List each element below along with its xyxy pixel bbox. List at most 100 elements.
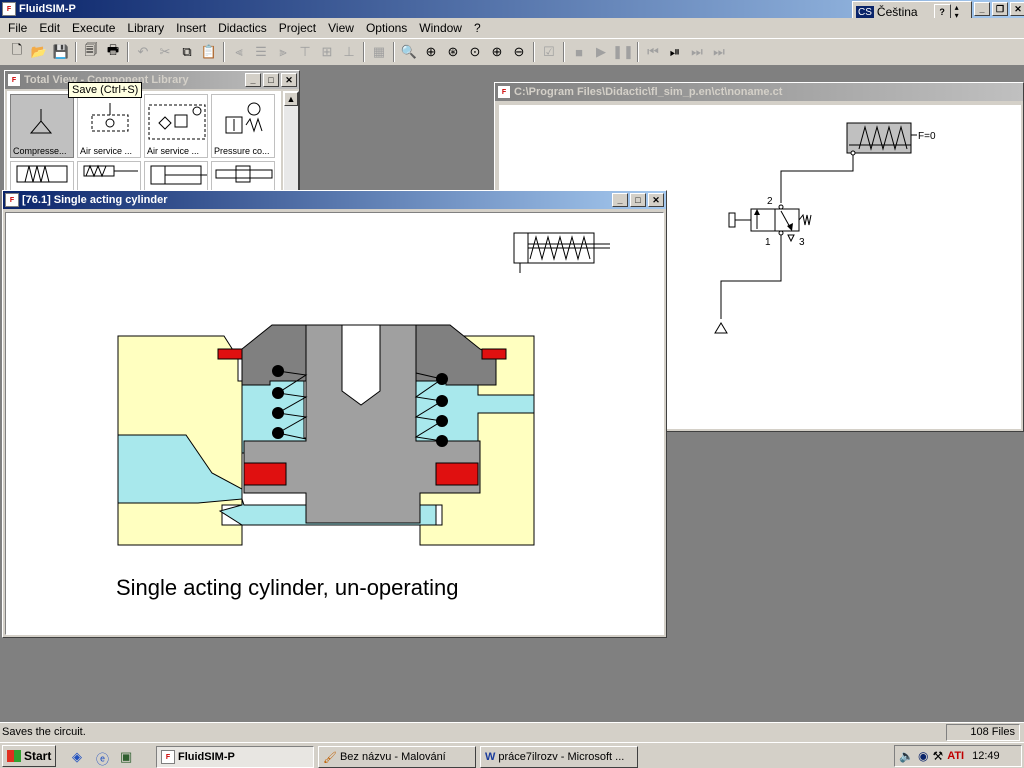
didactic-window[interactable]: F [76.1] Single acting cylinder _ □ ✕ [2,190,667,638]
language-options-icon[interactable]: ▴▾ [954,3,959,20]
cylinder-cutaway-illustration [117,232,610,546]
status-bar: Saves the circuit. 108 Files [0,722,1024,742]
internet-explorer-icon[interactable]: ⓔ [96,752,110,767]
close-icon[interactable]: ✕ [281,73,297,87]
align-right-icon[interactable]: ⫸ [279,44,287,59]
save-icon[interactable]: 💾 [52,44,70,59]
app-title: FluidSIM-P [19,3,76,15]
zoom-in-icon[interactable]: ⊕ [491,44,503,59]
didactic-title-bar[interactable]: F [76.1] Single acting cylinder _ □ ✕ [3,191,666,209]
close-icon[interactable]: ✕ [1010,2,1024,16]
cut-icon[interactable]: ✂ [159,44,171,59]
desktop-quicklaunch-icon[interactable]: ◈ [72,749,82,764]
menu-view[interactable]: View [328,21,354,35]
stop-icon[interactable]: ■ [575,44,583,60]
library-item-air-service-unit[interactable]: Air service ... [77,94,141,158]
reset-icon[interactable]: ⏮ [647,44,659,59]
scroll-up-icon[interactable]: ▲ [284,92,298,106]
volume-icon[interactable]: 🔈 [899,749,914,763]
copy-icon[interactable]: ⧉ [182,44,192,59]
align-center-icon[interactable]: ☰ [255,44,267,59]
run-to-end-icon[interactable]: ⏭ [713,44,725,59]
zoom-previous-icon[interactable]: ⊙ [469,44,481,59]
toolbar-separator [563,42,565,62]
task-word[interactable]: W práce7ilrozv - Microsoft ... [480,746,638,768]
circuit-title: C:\Program Files\Didactic\fl_sim_p.en\ct… [514,86,783,98]
library-item-rodless-cylinder[interactable] [211,161,275,191]
print-preview-icon[interactable]: 🗐 [84,42,98,57]
check-icon[interactable]: ☑ [543,44,555,59]
library-item-air-service-unit-detailed[interactable]: Air service ... [144,94,208,158]
library-item-cylinder[interactable] [10,161,74,191]
ati-icon[interactable]: ATI [947,750,965,762]
restore-icon[interactable]: ❐ [992,2,1008,16]
new-icon[interactable]: 🗋 [11,42,23,57]
compressed-air-supply-icon [29,109,53,134]
menu-project[interactable]: Project [278,21,317,35]
tray-tool-icon[interactable]: ⚒ [932,749,944,763]
language-bar[interactable]: CS Čeština ? ▴▾ [852,1,972,23]
circuit-title-bar[interactable]: F C:\Program Files\Didactic\fl_sim_p.en\… [495,83,1023,101]
align-bottom-icon[interactable]: ⊥ [343,44,355,59]
menu-execute[interactable]: Execute [72,21,116,35]
library-item-compressed-air-supply[interactable]: Compresse... [10,94,74,158]
library-item-pressure-control-valve[interactable]: Pressure co... [211,94,275,158]
three-two-way-valve-symbol[interactable] [728,204,812,243]
status-file-count: 108 Files [946,724,1020,741]
didactic-canvas: Single acting cylinder, un-operating [5,212,664,635]
menu-library[interactable]: Library [127,21,165,35]
start-button[interactable]: Start [2,745,56,767]
close-icon[interactable]: ✕ [648,193,664,207]
pipe-line [780,155,854,203]
app-window-controls: _ ❐ ✕ [972,2,1024,16]
single-acting-cylinder-symbol[interactable] [846,122,917,156]
menu-edit[interactable]: Edit [39,21,61,35]
undo-icon[interactable]: ↶ [137,44,149,59]
print-icon[interactable]: 🖶 [106,42,120,57]
menu-insert[interactable]: Insert [176,21,207,35]
menu-file[interactable]: File [8,21,28,35]
align-left-icon[interactable]: ⫷ [235,44,243,59]
single-step-icon[interactable]: ⏯ [669,44,681,59]
network-icon[interactable]: ◉ [917,749,929,763]
show-desktop-icon[interactable]: ▣ [120,749,133,764]
help-symbol: ? [939,6,945,17]
app-title-bar[interactable]: F FluidSIM-P [0,0,1024,18]
maximize-icon[interactable]: □ [263,73,279,87]
open-icon[interactable]: 📂 [30,44,48,59]
library-window[interactable]: F Total View - Component Library _ □ ✕ C… [4,70,300,194]
menu-options[interactable]: Options [365,21,408,35]
zoom-fit-icon[interactable]: 🔍 [400,44,418,59]
air-service-unit-detailed-icon [148,104,206,140]
maximize-icon[interactable]: □ [630,193,646,207]
zoom-out-icon[interactable]: ⊖ [513,44,525,59]
play-icon[interactable]: ▶ [596,44,606,59]
pipe-line [720,235,782,319]
pause-icon[interactable]: ❚❚ [612,44,634,59]
minimize-icon[interactable]: _ [974,2,990,16]
minimize-icon[interactable]: _ [245,73,261,87]
toolbar-separator [533,42,535,62]
zoom-page-icon[interactable]: ⊕ [425,44,437,59]
step-icon[interactable]: ⏭ [691,44,703,59]
library-title-bar[interactable]: F Total View - Component Library _ □ ✕ [5,71,299,89]
task-fluidsim[interactable]: F FluidSIM-P [156,746,314,768]
compressed-air-source-symbol[interactable] [714,322,728,334]
library-scrollbar[interactable]: ▲ [283,91,299,191]
align-top-icon[interactable]: ⊤ [299,44,311,59]
menu-didactics[interactable]: Didactics [218,21,267,35]
task-paint[interactable]: 🖌 Bez názvu - Malování [318,746,476,768]
align-middle-icon[interactable]: ⊞ [321,44,333,59]
library-item-cylinder-spring[interactable] [77,161,141,191]
library-item-double-cylinder[interactable] [144,161,208,191]
task-label: Bez názvu - Malování [339,751,446,763]
menu-help[interactable]: ? [473,21,481,35]
zoom-selection-icon[interactable]: ⊛ [447,44,459,59]
toolbar-separator [637,42,639,62]
seal [481,348,507,360]
paste-icon[interactable]: 📋 [200,44,218,59]
minimize-icon[interactable]: _ [612,193,628,207]
grid-icon[interactable]: ▦ [372,44,386,59]
festo-icon: F [7,73,21,87]
menu-window[interactable]: Window [419,21,462,35]
